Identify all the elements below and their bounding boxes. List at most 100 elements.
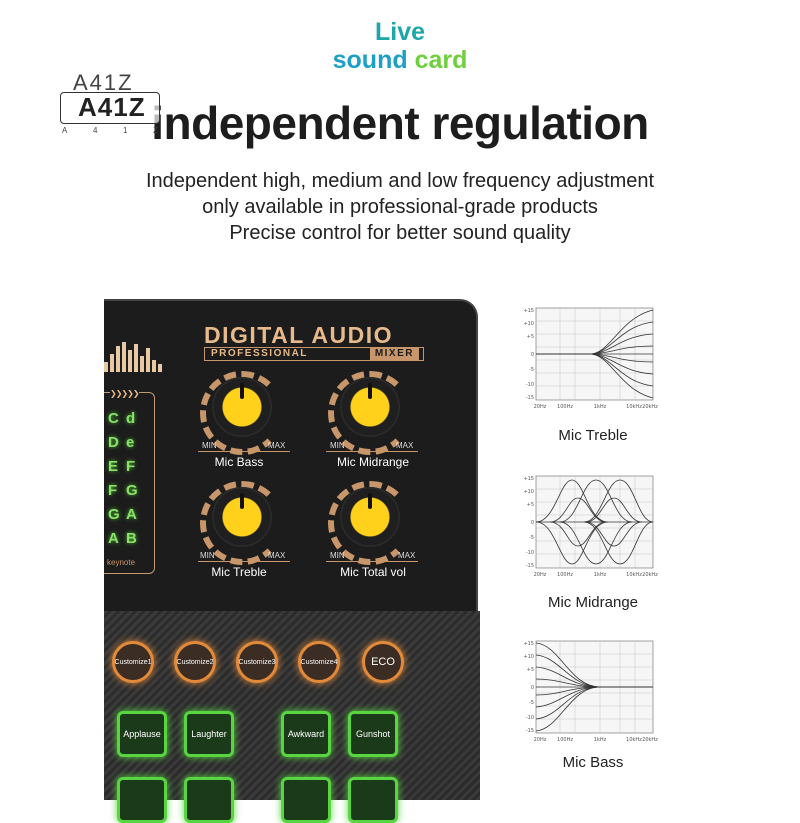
svg-text:0: 0: [531, 352, 534, 358]
svg-text:20kHz: 20kHz: [642, 404, 658, 410]
subtitle-line-2: only available in professional-grade pro…: [202, 196, 598, 218]
brand-digital-audio: DIGITAL AUDIO: [204, 322, 394, 348]
logo-top-text: A41Z: [73, 70, 134, 95]
svg-text:+5: +5: [527, 502, 534, 508]
svg-text:-10: -10: [526, 715, 534, 721]
key-right-4: A: [126, 506, 137, 523]
key-right-1: e: [126, 434, 135, 451]
svg-text:20kHz: 20kHz: [642, 572, 658, 578]
knob-min-label: MIN: [330, 551, 345, 560]
key-left-4: G: [108, 506, 120, 523]
mic-treble-label: Mic Treble: [211, 565, 267, 579]
svg-text:10kHz: 10kHz: [626, 737, 642, 743]
headline: independent regulation: [151, 97, 649, 149]
knob-max-label: MAX: [398, 551, 416, 560]
svg-text:-15: -15: [526, 728, 534, 734]
knob-underline: [198, 451, 290, 452]
equalizer-icon: [104, 340, 162, 372]
svg-text:-5: -5: [529, 700, 534, 706]
svg-text:+10: +10: [523, 489, 534, 495]
live-word: Live: [374, 18, 426, 46]
arrows-icon: ❯❯❯❯❯: [110, 389, 139, 398]
key-left-1: D: [108, 434, 119, 451]
mic-midrange-knob[interactable]: [340, 377, 400, 437]
svg-text:100Hz: 100Hz: [557, 572, 573, 578]
brand-professional-mixer: PROFESSIONAL MIXER: [204, 347, 424, 361]
key-left-3: F: [108, 482, 118, 499]
svg-text:10kHz: 10kHz: [626, 572, 642, 578]
key-panel: C D E F G A B d e F G A B: [104, 392, 155, 574]
knob-min-label: MIN: [202, 441, 217, 450]
gunshot-button[interactable]: Gunshot: [348, 711, 398, 757]
mic-midrange-caption: Mic Midrange: [547, 594, 639, 611]
svg-text:100Hz: 100Hz: [557, 737, 573, 743]
effect-button[interactable]: [281, 777, 331, 823]
treble-eq-graph: +15 +10 +5 0 -5 -10 -15 20Hz 100Hz 1kHz …: [523, 307, 658, 410]
effect-button[interactable]: [184, 777, 234, 823]
knob-max-label: MAX: [268, 441, 286, 450]
customize2-button[interactable]: Customize2: [174, 641, 216, 683]
key-left-5: A: [108, 530, 119, 547]
customize3-button[interactable]: Customize3: [236, 641, 278, 683]
knob-min-label: MIN: [330, 441, 345, 450]
mic-midrange-label: Mic Midrange: [336, 455, 410, 469]
customize1-button[interactable]: Customize1: [112, 641, 154, 683]
knob-underline: [326, 561, 418, 562]
key-left-0: C: [108, 410, 119, 427]
svg-text:100Hz: 100Hz: [557, 404, 573, 410]
svg-text:-10: -10: [526, 382, 534, 388]
svg-text:20Hz: 20Hz: [534, 572, 547, 578]
knob-underline: [198, 561, 290, 562]
knob-underline: [326, 451, 418, 452]
mic-bass-caption: Mic Bass: [562, 754, 624, 771]
sound-word: sound: [332, 46, 415, 74]
card-word: card: [414, 46, 468, 74]
key-left-2: E: [108, 458, 119, 475]
key-right-0: d: [126, 410, 136, 427]
mic-bass-label: Mic Bass: [214, 455, 264, 469]
svg-text:+15: +15: [523, 476, 534, 482]
knob-max-label: MAX: [396, 441, 414, 450]
knob-scale-ring: [328, 371, 412, 455]
mic-total-vol-label: Mic Total vol: [340, 565, 406, 579]
svg-text:20Hz: 20Hz: [534, 404, 547, 410]
eco-button[interactable]: ECO: [362, 641, 404, 683]
svg-text:10kHz: 10kHz: [626, 404, 642, 410]
effect-button[interactable]: [348, 777, 398, 823]
customize4-button[interactable]: Customize4: [298, 641, 340, 683]
mic-bass-knob[interactable]: [212, 377, 272, 437]
svg-text:1kHz: 1kHz: [594, 572, 607, 578]
svg-text:20Hz: 20Hz: [534, 737, 547, 743]
svg-text:0: 0: [531, 685, 534, 691]
key-right-3: G: [126, 482, 138, 499]
svg-text:+15: +15: [523, 308, 534, 314]
svg-text:-10: -10: [526, 550, 534, 556]
svg-text:+5: +5: [527, 667, 534, 673]
sound-card-button-area: [104, 611, 480, 800]
bass-eq-graph: +15 +10 +5 0 -5 -10 -15 20Hz 100Hz 1kHz …: [523, 640, 658, 743]
awkward-button[interactable]: Awkward: [281, 711, 331, 757]
svg-text:1kHz: 1kHz: [594, 737, 607, 743]
subtitle-line-1: Independent high, medium and low frequen…: [145, 170, 655, 192]
keynote-label: keynote: [104, 558, 139, 567]
svg-text:20kHz: 20kHz: [642, 737, 658, 743]
svg-text:+10: +10: [523, 654, 534, 660]
effect-button[interactable]: [117, 777, 167, 823]
mic-total-vol-knob[interactable]: [340, 487, 400, 547]
logo-watermark: [60, 92, 160, 124]
laughter-button[interactable]: Laughter: [184, 711, 234, 757]
knob-scale-ring: [200, 371, 284, 455]
mic-treble-knob[interactable]: [212, 487, 272, 547]
subtitle-line-3: Precise control for better sound quality: [229, 222, 571, 244]
svg-text:-15: -15: [526, 395, 534, 401]
applause-button[interactable]: Applause: [117, 711, 167, 757]
svg-text:+10: +10: [523, 321, 534, 327]
key-right-5: B: [126, 530, 137, 547]
knob-scale-ring: [328, 481, 412, 565]
svg-text:-5: -5: [529, 535, 534, 541]
svg-text:-15: -15: [526, 563, 534, 569]
key-right-2: F: [126, 458, 136, 475]
knob-scale-ring: [200, 481, 284, 565]
svg-text:-5: -5: [529, 367, 534, 373]
title-line-1: Live: [0, 18, 800, 46]
